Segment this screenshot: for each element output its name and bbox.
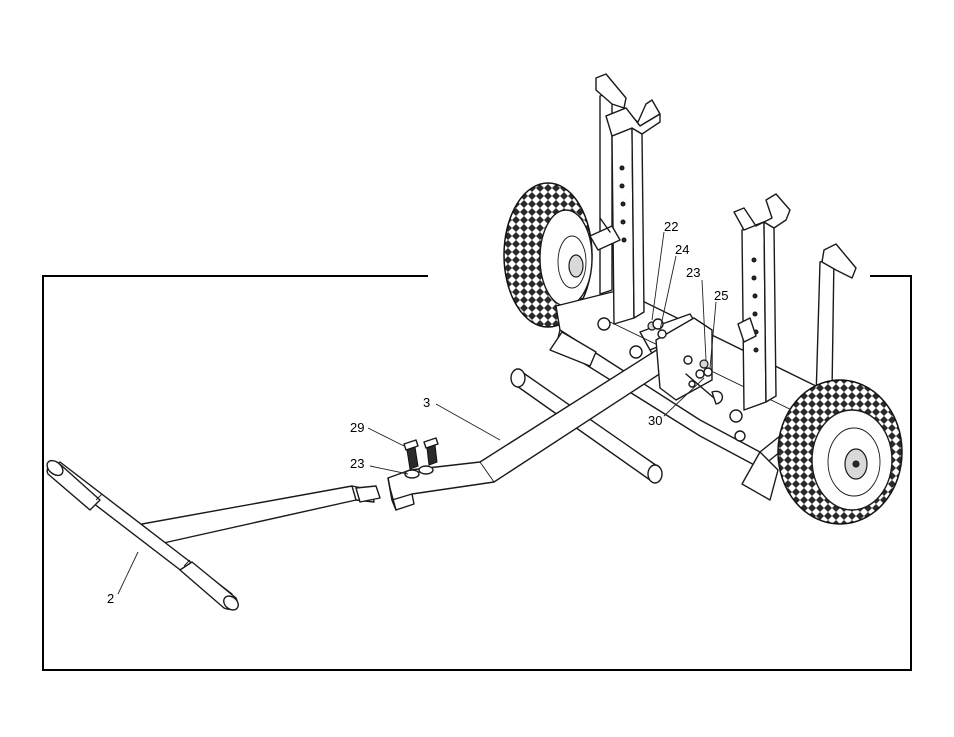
callout-29: 29 bbox=[350, 420, 364, 435]
bolts-washers bbox=[404, 438, 438, 478]
callout-23-upper: 23 bbox=[686, 265, 700, 280]
callout-24: 24 bbox=[675, 242, 689, 257]
handle-assembly bbox=[44, 458, 380, 613]
callout-25: 25 bbox=[714, 288, 728, 303]
callout-30: 30 bbox=[648, 413, 662, 428]
right-wheel bbox=[778, 380, 902, 524]
callout-3: 3 bbox=[423, 395, 430, 410]
callout-23-lower: 23 bbox=[350, 456, 364, 471]
tongue-tube bbox=[388, 318, 712, 510]
callout-2: 2 bbox=[107, 591, 114, 606]
callout-22: 22 bbox=[664, 219, 678, 234]
left-uprights bbox=[590, 74, 660, 324]
